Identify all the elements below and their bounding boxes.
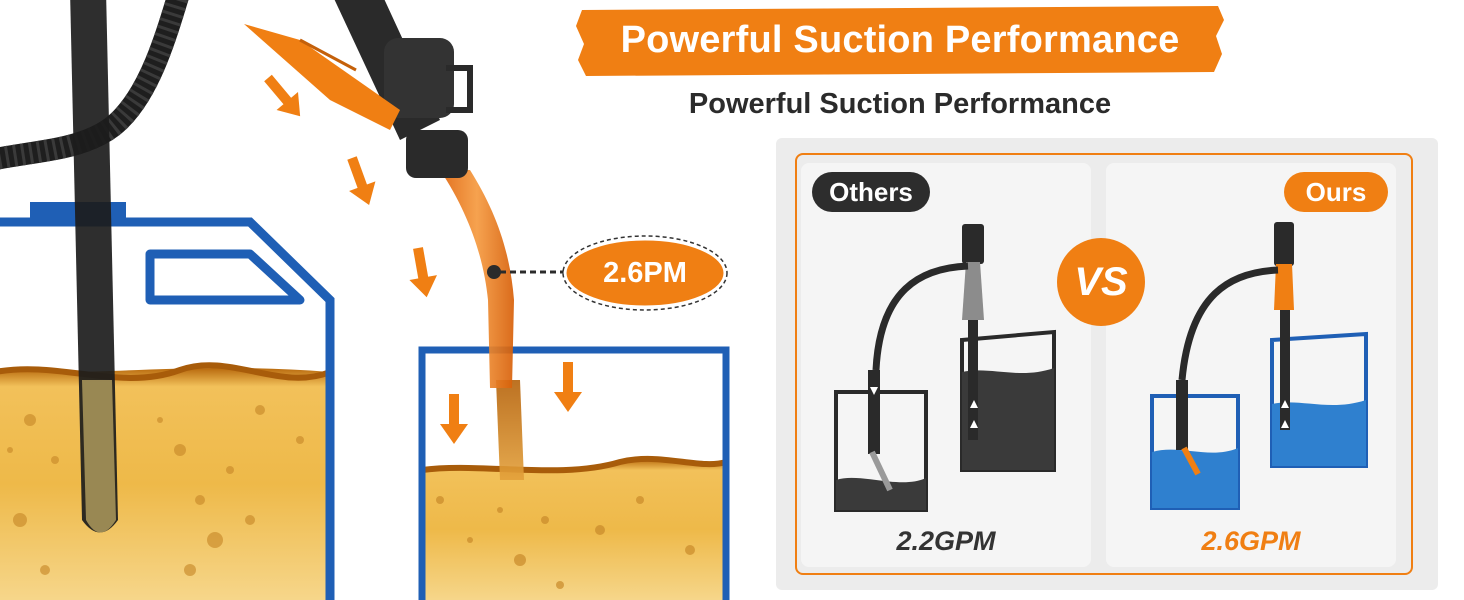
suction-tube: [70, 0, 118, 533]
others-flow-rate: 2.2GPM: [896, 526, 996, 556]
pump-nozzle: [244, 0, 566, 388]
ours-pump-diagram: [1150, 222, 1368, 510]
comparison-frame: [795, 153, 1413, 575]
flow-rate-callout: 2.6PM: [603, 256, 687, 289]
oil-stream: [496, 380, 524, 480]
receiving-container: [418, 346, 730, 600]
page-subtitle: Powerful Suction Performance: [688, 88, 1112, 120]
banner-title: Powerful Suction Performance: [620, 18, 1180, 61]
others-pump-diagram: [834, 224, 1056, 512]
ours-flow-rate: 2.6GPM: [1201, 526, 1301, 556]
others-badge: Others: [812, 172, 930, 212]
ours-badge: Ours: [1284, 172, 1388, 212]
corrugated-hose: [0, 0, 189, 170]
callout-bubble: [563, 237, 727, 309]
flow-arrows: [264, 74, 582, 444]
vs-badge: VS: [1057, 238, 1145, 326]
banner-brush: [576, 6, 1224, 76]
